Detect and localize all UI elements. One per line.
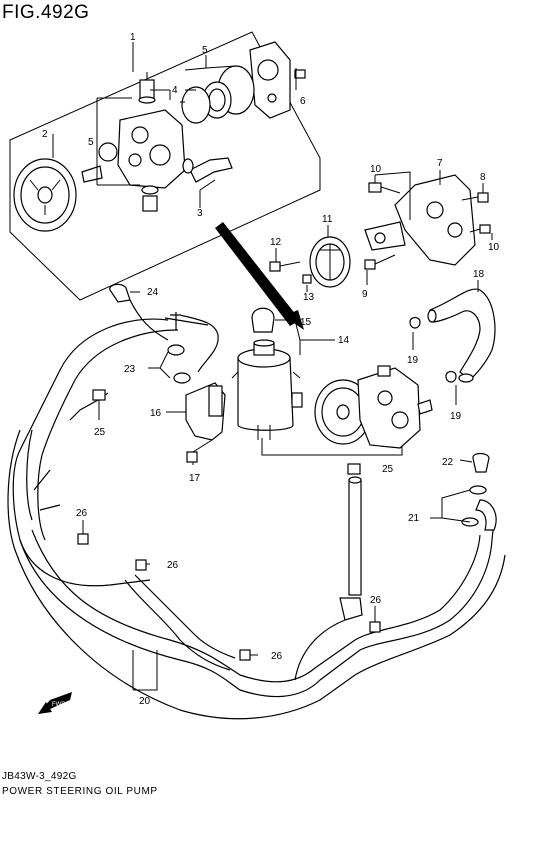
callout-7: 7 [437, 158, 443, 169]
callout-21: 21 [408, 513, 420, 524]
pressure-hose-lower [19, 519, 495, 698]
callout-14: 14 [338, 335, 350, 346]
pulley-11 [309, 236, 351, 288]
callout-17: 17 [189, 473, 201, 484]
pointer-arrow [215, 222, 300, 326]
callout-22: 22 [442, 457, 454, 468]
pump-cover-exploded [181, 41, 306, 183]
callout-6: 6 [300, 96, 306, 107]
callout-16: 16 [150, 408, 162, 419]
callout-12: 12 [270, 237, 282, 248]
callout-26c: 26 [370, 595, 382, 606]
callout-13: 13 [303, 292, 315, 303]
callout-18: 18 [473, 269, 485, 280]
hose-clamps-19 [409, 316, 457, 383]
callout-10b: 10 [488, 242, 500, 253]
reservoir-bracket [185, 382, 226, 441]
callout-25a: 25 [94, 427, 106, 438]
figure-title: FIG.492G [2, 2, 90, 23]
callout-8: 8 [480, 172, 486, 183]
callout-23: 23 [124, 364, 136, 375]
callout-1: 1 [130, 32, 136, 43]
pump-bracket [364, 174, 476, 266]
callout-5a: 5 [202, 45, 208, 56]
fwd-arrow-icon [38, 692, 72, 714]
return-pipe [339, 476, 363, 621]
callout-2: 2 [42, 129, 48, 140]
callout-26d: 26 [271, 651, 283, 662]
callout-15: 15 [300, 317, 312, 328]
callout-19b: 19 [450, 411, 462, 422]
callout-25b: 25 [382, 464, 394, 475]
pump-assembly [314, 365, 433, 449]
callout-10a: 10 [370, 164, 382, 175]
drawing-code: JB43W-3_492G [2, 771, 77, 782]
pressure-hose-upper [12, 318, 169, 587]
bolts-upper-right [269, 182, 491, 284]
callout-19a: 19 [407, 355, 419, 366]
drawing-name: POWER STEERING OIL PUMP [2, 786, 158, 797]
union-bolt-24 [109, 283, 131, 303]
callout-4: 4 [172, 85, 178, 96]
callout-3: 3 [197, 208, 203, 219]
oil-reservoir [231, 339, 303, 440]
callout-24: 24 [147, 287, 159, 298]
callout-5b: 5 [88, 137, 94, 148]
return-hose-18 [427, 288, 496, 383]
gaskets-23 [167, 344, 191, 384]
pump-pulley-exploded [13, 158, 77, 232]
union-bolt-22 [472, 452, 490, 473]
callout-11: 11 [322, 214, 333, 225]
fwd-label: FWD [52, 702, 66, 708]
callout-9: 9 [362, 289, 368, 300]
callout-20: 20 [139, 696, 151, 707]
callout-26a: 26 [76, 508, 88, 519]
pump-detail-frame [9, 31, 321, 301]
reservoir-cap [251, 307, 275, 333]
gaskets-21 [461, 485, 497, 531]
callout-26b: 26 [167, 560, 179, 571]
